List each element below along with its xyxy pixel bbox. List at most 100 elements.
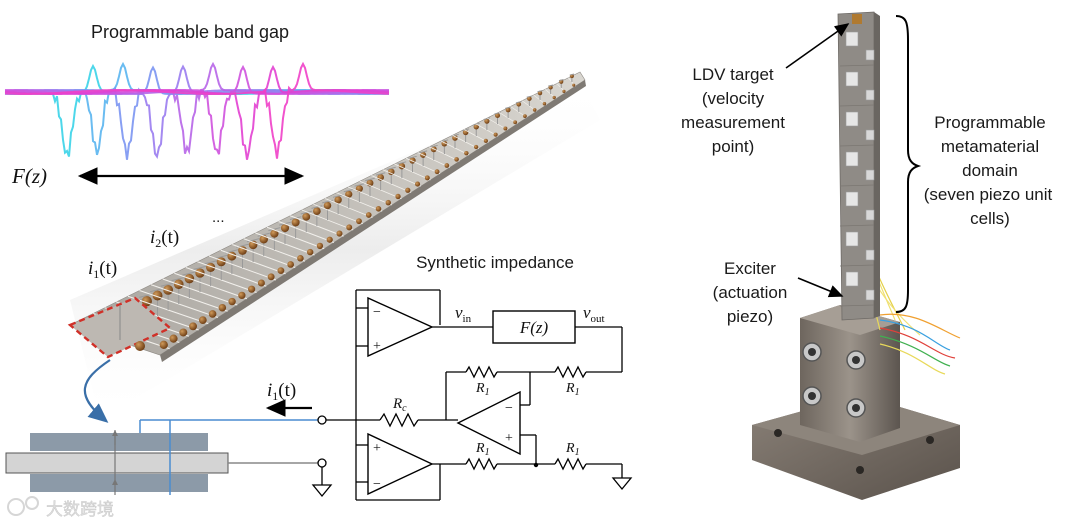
resonator-bar	[354, 183, 365, 187]
resonator-mass	[248, 285, 256, 293]
resonator-mass	[356, 218, 362, 225]
resonator-mass	[513, 120, 518, 125]
svg-text:piezo): piezo)	[727, 307, 773, 326]
domain-label: Programmable metamaterial domain (seven …	[924, 113, 1053, 228]
resonator-bar	[429, 144, 438, 148]
vin-label: vin	[455, 303, 472, 325]
resonator-mass	[387, 168, 395, 176]
piezo-patch	[845, 231, 859, 247]
svg-text:+: +	[505, 431, 513, 446]
resonator-mass	[464, 150, 469, 156]
band-gap-title: Programmable band gap	[91, 22, 289, 42]
ldv-arrow	[785, 23, 850, 69]
resonator-mass	[208, 310, 217, 318]
piezo-patch	[845, 71, 859, 87]
resonator-mass	[189, 322, 197, 331]
resonator-mass	[542, 101, 547, 106]
resonator-bar	[203, 260, 218, 265]
resonator-mass	[483, 138, 488, 143]
resonator-mass	[562, 89, 566, 93]
resonator-mass	[452, 135, 458, 141]
resonator-mass	[297, 254, 304, 262]
resonator-mass	[454, 157, 459, 162]
domain-brace	[895, 15, 922, 313]
current-label-i1: i1(t)	[88, 258, 117, 281]
resonator-bar	[505, 106, 512, 109]
resonator-mass	[238, 291, 246, 300]
resonator-mass	[532, 108, 537, 112]
resonator-bar	[537, 89, 543, 93]
resonator-bar	[408, 155, 417, 159]
resistor-r1-bottom-right	[554, 457, 587, 471]
cell-boundary	[839, 224, 875, 227]
frequency-label: F(z)	[11, 164, 47, 188]
resonator-mass	[444, 163, 450, 168]
svg-text:metamaterial: metamaterial	[941, 137, 1039, 156]
piezo-patch	[865, 129, 875, 141]
vout-label: vout	[583, 303, 605, 325]
circuit-current-label: i1(t)	[267, 380, 296, 403]
resonator-mass	[270, 229, 279, 238]
piezo-patch	[845, 31, 859, 47]
resonator-bar	[214, 254, 229, 259]
resonator-mass	[218, 303, 227, 312]
svg-text:cells): cells)	[970, 209, 1010, 228]
svg-text:domain: domain	[962, 161, 1018, 180]
resonator-mass	[484, 118, 490, 124]
svg-text:(seven piezo unit: (seven piezo unit	[924, 185, 1053, 204]
more-cells-ellipsis: ...	[212, 209, 225, 226]
band-gap-curve	[4, 61, 390, 159]
resonator-mass	[365, 212, 372, 218]
resonator-mass	[306, 248, 314, 256]
opamp-3: + −	[367, 432, 434, 496]
left-panel: Programmable band gap F(z) i1(t) i2(t) .…	[4, 22, 633, 520]
resonator-mass	[523, 114, 527, 118]
resonator-mass	[345, 190, 353, 198]
piezo-patch	[865, 49, 875, 61]
resonator-bar	[526, 95, 533, 98]
rc-label: Rc	[392, 396, 407, 414]
band-gap-curve	[4, 64, 390, 160]
ground-symbol	[311, 484, 333, 498]
resonator-bar	[257, 232, 270, 237]
resonator-bar	[171, 276, 187, 282]
cell-boundary	[839, 304, 875, 307]
resonator-bar	[311, 205, 323, 209]
resonator-mass	[228, 297, 236, 306]
opamp-1: − +	[367, 296, 434, 358]
circuit-title: Synthetic impedance	[416, 253, 574, 272]
band-gap-curves	[4, 61, 390, 160]
resonator-bar	[375, 172, 386, 176]
resonator-mass	[415, 181, 421, 187]
svg-text:Programmable: Programmable	[934, 113, 1046, 132]
resonator-mass	[572, 83, 576, 87]
svg-text:Exciter: Exciter	[724, 259, 776, 278]
resonator-mass	[316, 242, 324, 250]
resonator-mass	[355, 185, 363, 193]
resonator-mass	[169, 334, 178, 343]
resonator-mass	[473, 144, 479, 150]
svg-text:LDV target: LDV target	[692, 65, 774, 84]
piezo-patch	[845, 151, 859, 167]
svg-text:−: −	[373, 305, 381, 320]
resonator-bar	[548, 84, 554, 87]
r1-label-4: R1	[565, 441, 580, 458]
input-terminal	[317, 415, 327, 425]
r1-label-1: R1	[475, 381, 490, 398]
resonator-mass	[424, 175, 430, 181]
resonator-bar	[386, 166, 396, 171]
r1-label-3: R1	[475, 441, 490, 458]
resonator-mass	[291, 218, 300, 227]
piezo-patch	[845, 191, 859, 207]
zoom-arrow	[83, 359, 111, 423]
resonator-bar	[268, 227, 281, 232]
piezo-patch	[865, 289, 875, 301]
synthetic-impedance-circuit: Synthetic impedance i1(t) Rc − +	[265, 253, 633, 501]
beam-shadow	[70, 80, 600, 420]
resonator-mass	[516, 101, 522, 107]
filter-label: F(z)	[519, 318, 549, 337]
resonator-bar	[365, 177, 375, 182]
svg-text:(actuation: (actuation	[713, 283, 788, 302]
svg-text:−: −	[505, 401, 513, 416]
